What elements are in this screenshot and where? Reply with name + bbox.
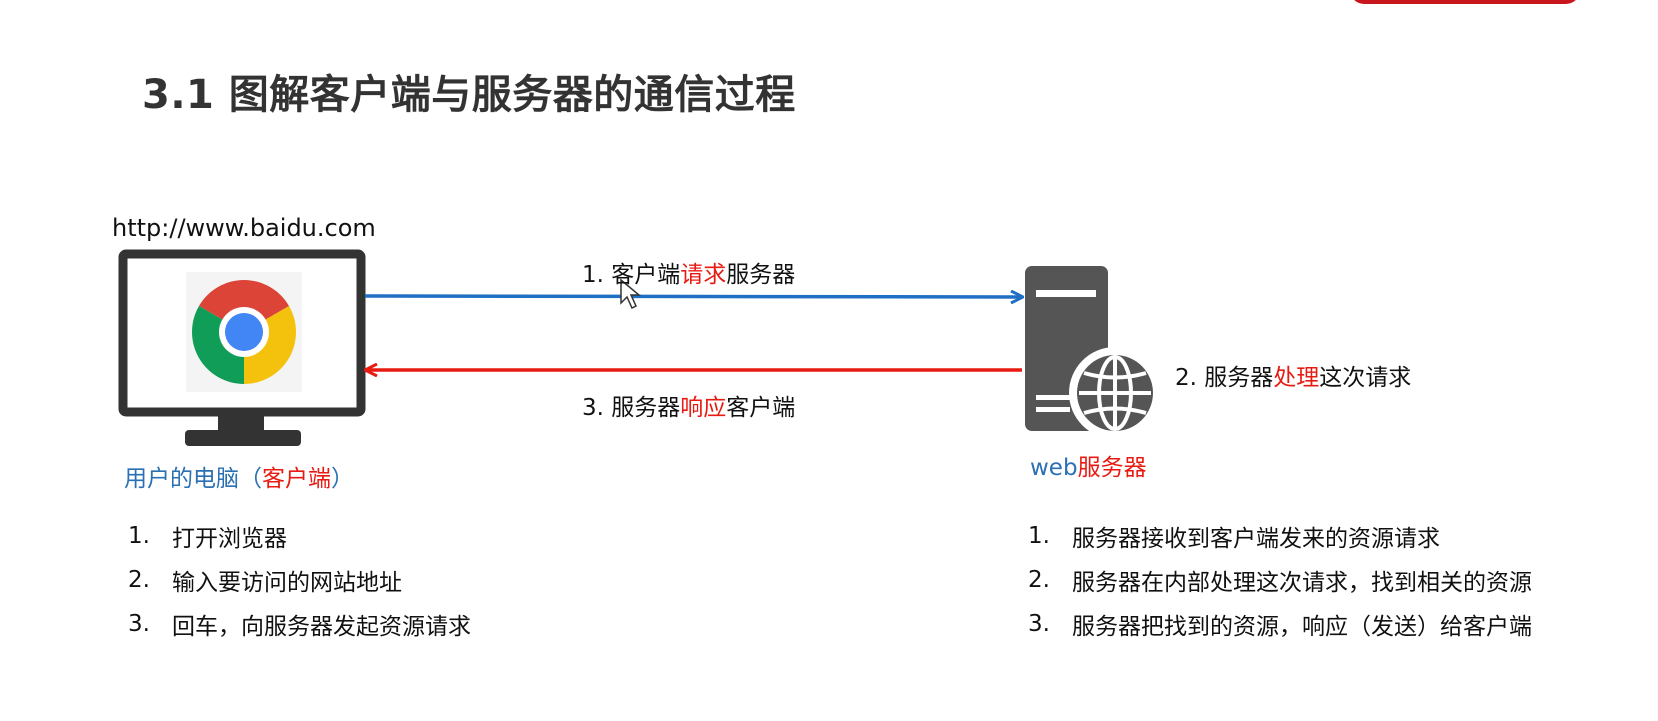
list-item: 2. 输入要访问的网站地址 [128,558,471,602]
list-item: 1. 服务器接收到客户端发来的资源请求 [1028,514,1532,558]
client-steps-list: 1. 打开浏览器 2. 输入要访问的网站地址 3. 回车，向服务器发起资源请求 [128,514,471,646]
step-text: 服务器接收到客户端发来的资源请求 [1072,526,1440,552]
list-item: 3. 服务器把找到的资源，响应（发送）给客户端 [1028,602,1532,646]
response-suffix: 客户端 [726,395,796,421]
request-arrow [364,296,1022,297]
step-number: 3. [1028,611,1050,637]
step-number: 1. [128,523,150,549]
step-text: 服务器在内部处理这次请求，找到相关的资源 [1072,570,1532,596]
step-text: 打开浏览器 [172,526,287,552]
slide-title: 3.1 图解客户端与服务器的通信过程 [142,72,796,118]
process-suffix: 这次请求 [1319,365,1412,391]
server-steps-list: 1. 服务器接收到客户端发来的资源请求 2. 服务器在内部处理这次请求，找到相关的资… [1028,514,1532,646]
request-label: 1. 客户端请求服务器 [582,255,795,289]
top-accent-bar [1350,0,1580,4]
response-label: 3. 服务器响应客户端 [582,388,795,422]
server-caption-highlight: 服务器 [1077,455,1147,481]
response-highlight: 响应 [680,395,727,421]
request-prefix: 1. 客户端 [582,262,681,288]
step-number: 2. [1028,567,1050,593]
client-caption-highlight: 客户端 [262,466,331,492]
step-text: 输入要访问的网站地址 [172,570,402,596]
step-number: 3. [128,611,150,637]
chrome-icon [186,272,302,392]
server-caption: web服务器 [1030,448,1147,482]
list-item: 1. 打开浏览器 [128,514,471,558]
list-item: 3. 回车，向服务器发起资源请求 [128,602,471,646]
server-caption-main: web [1030,455,1078,481]
url-text: http://www.baidu.com [112,214,376,242]
request-highlight: 请求 [680,262,727,288]
process-highlight: 处理 [1273,365,1320,391]
client-caption: 用户的电脑（客户端） [124,459,354,493]
step-number: 2. [128,567,150,593]
cursor-icon [620,278,642,310]
process-label: 2. 服务器处理这次请求 [1175,358,1411,392]
list-item: 2. 服务器在内部处理这次请求，找到相关的资源 [1028,558,1532,602]
request-suffix: 服务器 [726,262,796,288]
process-prefix: 2. 服务器 [1175,365,1274,391]
globe-icon [1069,347,1161,439]
client-caption-main: 用户的电脑（ [124,466,262,492]
response-prefix: 3. 服务器 [582,395,681,421]
step-text: 服务器把找到的资源，响应（发送）给客户端 [1072,614,1532,640]
step-text: 回车，向服务器发起资源请求 [172,614,471,640]
step-number: 1. [1028,523,1050,549]
client-caption-end: ） [331,466,354,492]
